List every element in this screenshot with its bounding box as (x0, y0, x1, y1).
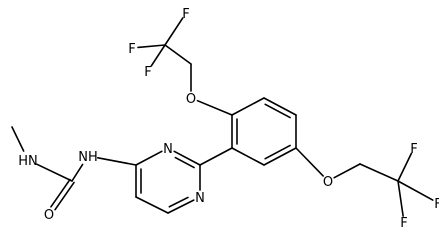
bond-f1-cf3a (164, 17, 184, 46)
bond-p5-p6 (167, 199, 195, 214)
bond-a4-o2 (295, 147, 324, 177)
bond-c_u-o_c (50, 178, 71, 208)
atom-label-o2: O (323, 175, 333, 190)
bond-p5-p6-inner (168, 196, 189, 208)
atom-label-f6: F (400, 216, 407, 231)
atom-label-n-pyr3: N (163, 142, 173, 157)
bond-a2-a3-inner (264, 103, 291, 119)
atom-label-f5: F (434, 197, 439, 212)
bond-cf3b-f4 (397, 152, 413, 182)
bond-p1-p2 (173, 150, 201, 166)
atom-label-f1: F (182, 7, 189, 22)
bond-c_u-o_c-second (54, 181, 75, 211)
bond-a4-a5 (263, 147, 297, 166)
bond-cf3b-f5 (397, 180, 434, 201)
bond-f3-cf3a (150, 44, 166, 67)
bond-f2-cf3a (137, 44, 166, 49)
bond-cf3a-ch2a (164, 44, 192, 65)
atom-label-o-carbonyl: O (44, 208, 54, 223)
bond-cf3b-f6 (397, 180, 404, 217)
bond-a2-a3 (263, 97, 297, 116)
atom-label-f2: F (128, 42, 135, 57)
atom-label-o1: O (186, 92, 196, 107)
bond-c_u-hn (36, 163, 73, 182)
bond-ch2b-cf3b (359, 163, 399, 182)
bond-p3-nh (97, 157, 137, 166)
bond-p4-p5 (135, 196, 169, 214)
bond-nh-c_u (71, 163, 84, 182)
bond-a4-a5-inner (264, 144, 291, 160)
bond-a1-a2 (231, 97, 265, 116)
bond-layer (11, 17, 434, 217)
bond-p2-p3 (135, 150, 163, 166)
atom-label-hn-right: HN (18, 154, 38, 169)
atom-label-n-pyr1: N (195, 191, 205, 206)
atom-label-nh-left: NH (78, 150, 98, 165)
atom-label-f3: F (144, 65, 151, 80)
bond-a6-p1 (199, 147, 233, 166)
bond-a5-a6 (231, 147, 265, 166)
atom-label-f4: F (410, 142, 417, 157)
bond-hn-me (11, 126, 25, 152)
bond-o2-ch2b (333, 163, 361, 179)
bond-o1-a1 (196, 99, 233, 116)
bond-p1-p2-inner (174, 156, 195, 169)
